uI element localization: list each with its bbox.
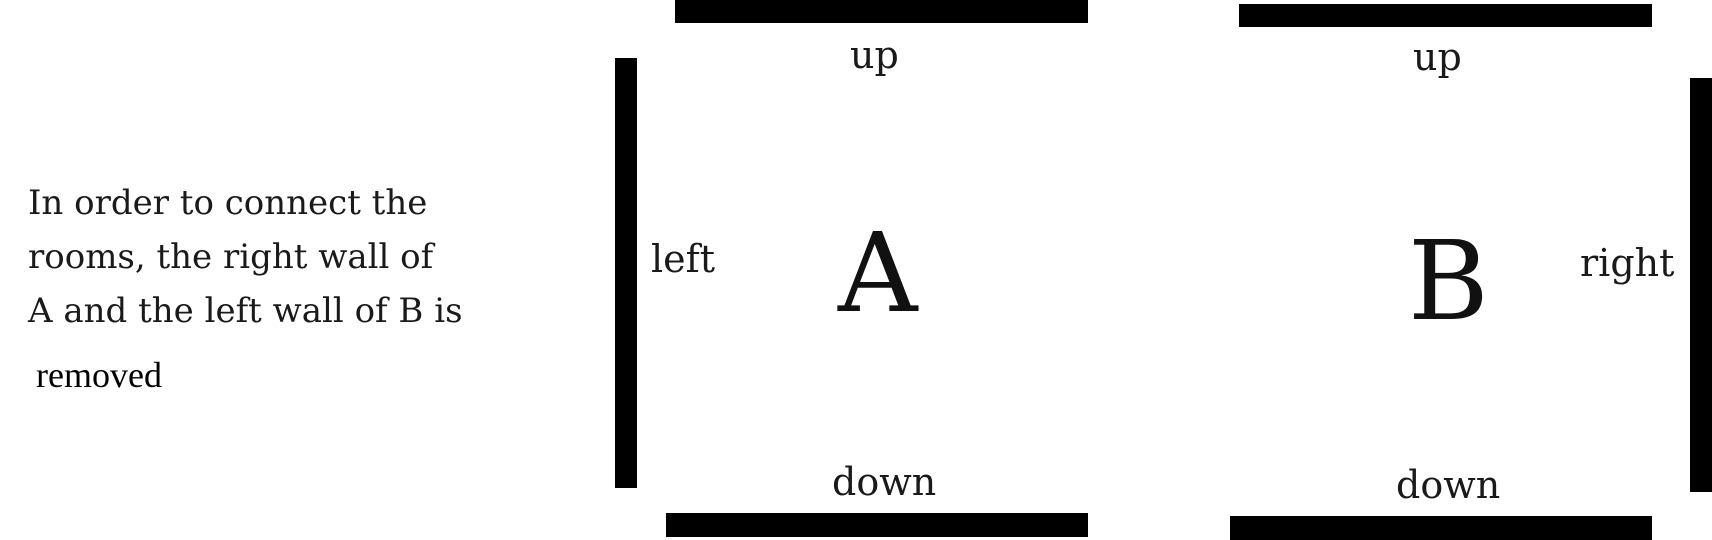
caption-line-2: rooms, the right wall of xyxy=(28,237,434,277)
room-b-up-wall xyxy=(1239,4,1652,27)
room-b-right-label: right xyxy=(1580,241,1675,285)
room-a-left-wall xyxy=(615,58,637,488)
caption-line-4: removed xyxy=(36,355,162,395)
room-a-down-wall xyxy=(666,513,1088,537)
room-b-down-wall xyxy=(1230,516,1652,540)
room-a-left-label: left xyxy=(651,237,715,281)
room-b-letter: B xyxy=(1408,217,1489,345)
room-b-down-label: down xyxy=(1396,463,1501,507)
caption-line-1: In order to connect the xyxy=(28,183,428,223)
room-a-up-label: up xyxy=(850,33,899,77)
room-a-down-label: down xyxy=(832,460,937,504)
room-a-up-wall xyxy=(675,0,1088,23)
room-b-right-wall xyxy=(1690,78,1712,492)
explanation-caption: In order to connect the rooms, the right… xyxy=(28,176,508,402)
caption-line-3: A and the left wall of B is xyxy=(28,291,463,331)
room-b-up-label: up xyxy=(1413,35,1462,79)
room-a-letter: A xyxy=(838,209,918,337)
